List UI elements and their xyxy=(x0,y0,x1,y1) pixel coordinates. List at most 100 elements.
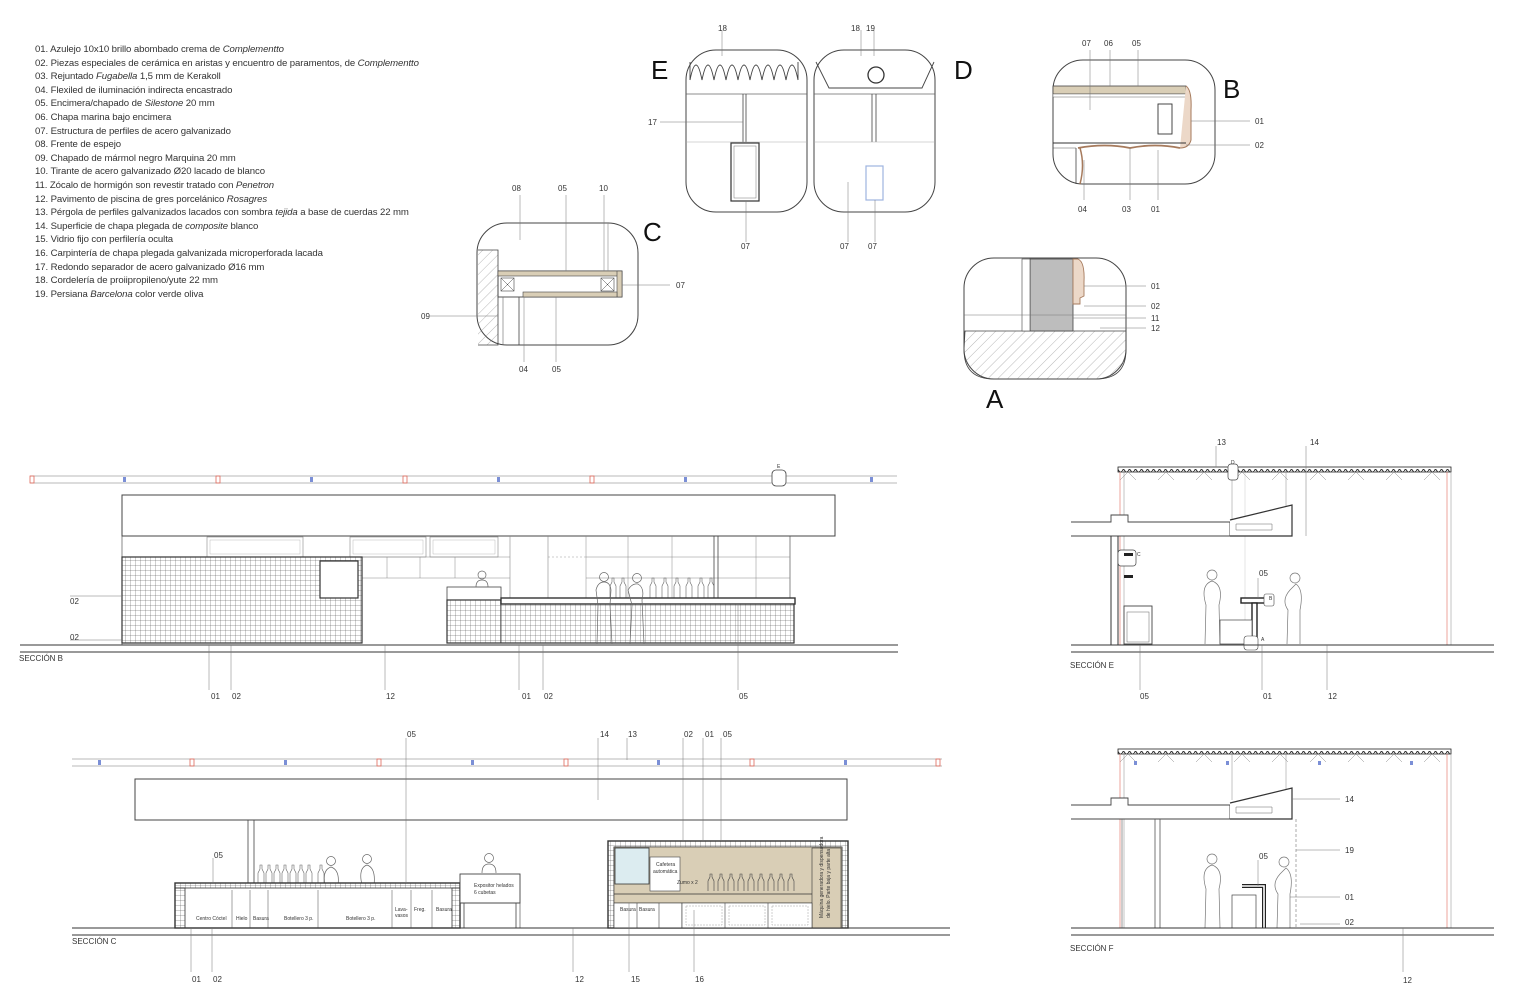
tag-16: 16 xyxy=(695,975,704,984)
legend-text: Rejuntado xyxy=(50,71,97,83)
kiosk: Cafetera automática Zumo x 2 Basura Basu… xyxy=(607,836,849,929)
tag-02: 02 xyxy=(544,692,553,701)
tag-07: 07 xyxy=(840,242,849,251)
legend-item: 02. Piezas especiales de cerámica en ari… xyxy=(35,57,419,71)
legend-number: 01. xyxy=(35,44,49,55)
legend-text: Superficie de chapa plegada de xyxy=(50,220,186,232)
label-botellero: Botellero 3 p. xyxy=(346,916,375,922)
tag-01: 01 xyxy=(211,692,220,701)
legend-number: 11. xyxy=(35,179,48,191)
back-counter xyxy=(206,536,790,598)
tag-02: 02 xyxy=(70,633,79,642)
pergola-markers xyxy=(29,475,873,484)
section-b-title: SECCIÓN B xyxy=(19,654,63,663)
label-basura: Basura xyxy=(253,916,269,922)
legend-number: 13. xyxy=(35,207,49,219)
people xyxy=(1203,853,1292,929)
legend-text: Redondo separador de acero galvanizado Ø… xyxy=(50,261,265,273)
legend-item: 06. Chapa marina bajo encimera xyxy=(35,111,419,125)
tag-06: 06 xyxy=(1104,39,1113,48)
detail-d: 18 19 07 07 D xyxy=(813,24,973,251)
legend-brand: tejida xyxy=(275,207,298,219)
legend-number: 18. xyxy=(35,275,49,287)
legend-text: Carpintería de chapa plegada galvanizada… xyxy=(50,247,323,259)
materials-legend: 01. Azulejo 10x10 brillo abombado crema … xyxy=(35,43,419,301)
legend-number: 12. xyxy=(35,193,49,205)
label-hielo: Hielo xyxy=(236,916,248,922)
svg-text:C: C xyxy=(1137,552,1141,558)
section-f-title: SECCIÓN F xyxy=(1070,944,1114,953)
tag-05: 05 xyxy=(1132,39,1141,48)
tag-15: 15 xyxy=(631,975,640,984)
rope-loops xyxy=(689,62,799,81)
tag-11: 11 xyxy=(1151,314,1160,323)
section-c-title: SECCIÓN C xyxy=(72,937,117,946)
legend-text: Chapa marina bajo encimera xyxy=(50,111,172,123)
label-lavavasos: vasos xyxy=(395,913,409,919)
label-cafetera: automática xyxy=(653,869,678,875)
legend-number: 08. xyxy=(35,139,49,151)
tag-18: 18 xyxy=(718,24,727,33)
detail-c: 08 05 10 07 09 04 05 C xyxy=(421,184,685,374)
tag-01: 01 xyxy=(1345,893,1354,902)
legend-text: Frente de espejo xyxy=(50,139,122,151)
tag-05: 05 xyxy=(739,692,748,701)
section-e-title: SECCIÓN E xyxy=(1070,661,1114,670)
legend-item: 13. Pérgola de perfiles galvanizados lac… xyxy=(35,206,419,220)
tag-05: 05 xyxy=(552,365,561,374)
label-basura: Basura xyxy=(639,907,655,913)
section-b: E xyxy=(19,464,898,701)
label-maquina-hielo: Máquina generadora y dispensadora xyxy=(819,836,825,918)
tag-19: 19 xyxy=(866,24,875,33)
tag-02: 02 xyxy=(70,597,79,606)
tag-05: 05 xyxy=(723,730,732,739)
tag-12: 12 xyxy=(1151,324,1160,333)
tag-03: 03 xyxy=(1122,205,1131,214)
label-expositor: 6 cubetas xyxy=(474,890,496,896)
label-centro-coctel: Centro Cóctel xyxy=(196,916,227,922)
legend-item: 16. Carpintería de chapa plegada galvani… xyxy=(35,247,419,261)
tag-05: 05 xyxy=(214,851,223,860)
legend-number: 06. xyxy=(35,111,49,123)
legend-number: 07. xyxy=(35,125,49,137)
tag-02: 02 xyxy=(1255,141,1264,150)
detail-b-letter: B xyxy=(1223,74,1240,104)
svg-text:A: A xyxy=(1261,637,1265,643)
tag-04: 04 xyxy=(519,365,528,374)
detail-c-letter: C xyxy=(643,217,662,247)
legend-number: 02. xyxy=(35,57,49,69)
tag-12: 12 xyxy=(386,692,395,701)
label-basura: Basura xyxy=(620,907,636,913)
tag-02: 02 xyxy=(1151,302,1160,311)
legend-brand: Silestone xyxy=(144,98,184,110)
people xyxy=(475,570,645,645)
legend-text: Chapado de mármol negro Marquina 20 mm xyxy=(50,152,236,164)
legend-item: 08. Frente de espejo xyxy=(35,138,419,152)
label-cafetera: Cafetera xyxy=(656,862,675,868)
legend-brand: composite xyxy=(185,220,228,232)
legend-item: 05. Encimera/chapado de Silestone 20 mm xyxy=(35,97,419,111)
tag-12: 12 xyxy=(575,975,584,984)
legend-text: Persiana xyxy=(50,288,91,300)
legend-item: 04. Flexiled de iluminación indirecta en… xyxy=(35,84,419,98)
tag-01: 01 xyxy=(192,975,201,984)
legend-item: 11. Zócalo de hormigón son revestir trat… xyxy=(35,179,419,193)
legend-number: 10. xyxy=(35,166,49,178)
legend-text: Cordelería de proiipropileno/yute 22 mm xyxy=(50,275,218,287)
label-expositor: Expositor helados xyxy=(474,883,514,889)
tag-05: 05 xyxy=(558,184,567,193)
legend-text-rest: a base de cuerdas 22 mm xyxy=(297,207,409,219)
tag-04: 04 xyxy=(1078,205,1087,214)
tag-09: 09 xyxy=(421,312,430,321)
tag-02: 02 xyxy=(1345,918,1354,927)
legend-text-rest: blanco xyxy=(227,220,259,232)
tag-07: 07 xyxy=(741,242,750,251)
legend-brand: Penetron xyxy=(235,179,275,191)
label-lavavasos: Lava- xyxy=(395,907,408,913)
legend-text-rest: 20 mm xyxy=(183,98,215,110)
svg-text:D: D xyxy=(1231,460,1235,466)
tag-07: 07 xyxy=(1082,39,1091,48)
svg-text:B: B xyxy=(1269,596,1273,602)
section-e: D C B A 13 14 05 05 01 12 xyxy=(1070,438,1494,701)
